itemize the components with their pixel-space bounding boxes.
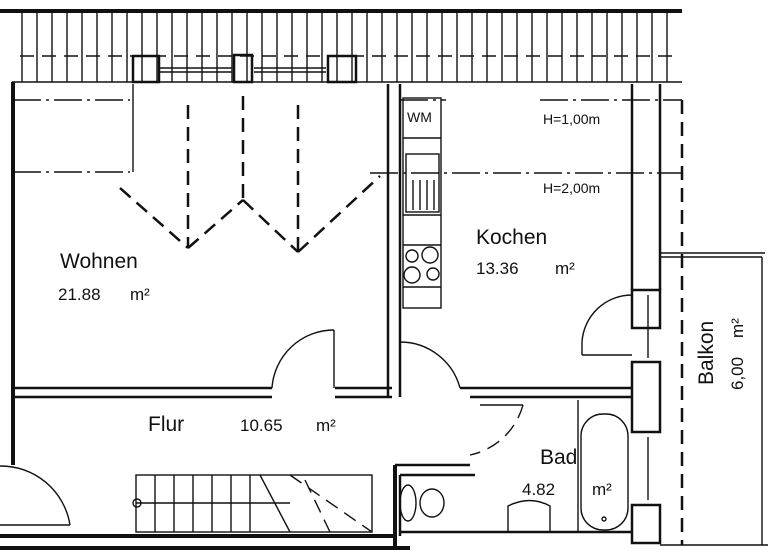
room-label-flur: Flur bbox=[148, 413, 184, 436]
wohnen-walls bbox=[13, 84, 402, 399]
sink-icon bbox=[405, 153, 440, 213]
room-label-balkon: Balkon bbox=[695, 321, 718, 385]
room-area-kochen: 13.36 bbox=[476, 259, 519, 278]
bath-walls bbox=[395, 341, 632, 536]
unit-label: m² bbox=[316, 416, 336, 435]
room-area-bad: 4.82 bbox=[522, 480, 555, 499]
counter bbox=[402, 97, 442, 309]
unit-label: m² bbox=[728, 318, 747, 338]
entrance-door-arc bbox=[0, 465, 71, 526]
height-label-2: H=2,00m bbox=[543, 180, 600, 196]
room-area-wohnen: 21.88 bbox=[58, 285, 101, 304]
room-label-kochen: Kochen bbox=[476, 226, 547, 249]
toilet-icon bbox=[419, 488, 445, 518]
room-area-balkon: 6,00 bbox=[728, 357, 747, 390]
bathtub-icon bbox=[580, 413, 629, 531]
washing-machine-label: WM bbox=[407, 109, 432, 125]
unit-label: m² bbox=[592, 480, 612, 499]
unit-label: m² bbox=[555, 259, 575, 278]
room-area-flur: 10.65 bbox=[240, 416, 283, 435]
height-label-1: H=1,00m bbox=[543, 111, 600, 127]
outer-walls bbox=[0, 82, 410, 550]
staircase-icon bbox=[132, 474, 373, 533]
room-label-bad: Bad bbox=[540, 446, 577, 469]
room-label-wohnen: Wohnen bbox=[60, 250, 138, 273]
washbasin-icon bbox=[507, 499, 551, 533]
kitchen bbox=[370, 84, 768, 546]
roof-band bbox=[0, 9, 682, 83]
unit-label: m² bbox=[130, 285, 150, 304]
roof-window bbox=[131, 53, 358, 84]
stove-icon bbox=[403, 246, 440, 284]
